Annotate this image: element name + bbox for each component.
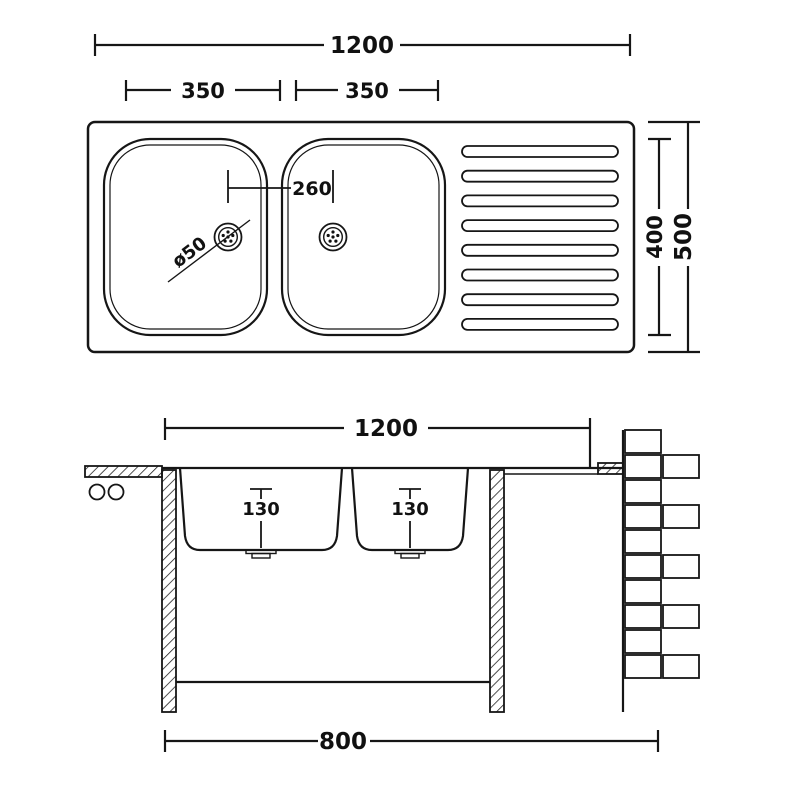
brick <box>624 479 662 504</box>
sink-outline <box>86 120 636 354</box>
dim-right-bowl-depth: 130 <box>391 488 429 548</box>
drainer-rib <box>461 194 619 208</box>
brick <box>662 604 700 629</box>
brick <box>624 554 662 579</box>
tap-hole-circle <box>88 483 106 501</box>
dim-left-bowl-width: 350 <box>124 79 282 103</box>
brick <box>662 504 700 529</box>
left-bowl-outline <box>102 137 269 337</box>
brick <box>624 579 662 604</box>
dim-drain-spacing: 260 <box>227 170 334 203</box>
brick <box>624 504 662 529</box>
tap-hole-circle <box>107 483 125 501</box>
drainer-rib <box>461 145 619 158</box>
dim-right-bowl-width-label: 350 <box>345 79 389 103</box>
drainer-rib <box>461 317 619 331</box>
brick <box>662 654 700 679</box>
dim-overall-width: 1200 <box>93 33 632 59</box>
brick <box>624 529 662 554</box>
drainer-rib <box>461 169 619 183</box>
dim-drain-spacing-label: 260 <box>292 178 332 200</box>
left-cabinet-side <box>161 469 177 713</box>
dim-base-width-label: 800 <box>319 729 367 755</box>
dim-drain-diameter: ø50 <box>167 219 251 283</box>
drainer-rib <box>461 268 619 282</box>
dim-base-width: 800 <box>163 729 660 755</box>
section-view: 1200 130 130 <box>84 416 700 755</box>
right-countertop-hatch <box>597 462 624 475</box>
right-cabinet-side <box>489 469 505 713</box>
brick <box>662 554 700 579</box>
dim-section-top-width: 1200 <box>163 416 592 468</box>
dim-left-bowl-depth: 130 <box>242 488 280 548</box>
drainer-rib <box>461 293 619 307</box>
dim-right-bowl-width: 350 <box>294 79 440 103</box>
dim-section-top-width-label: 1200 <box>354 416 418 442</box>
right-drain-fitting <box>400 552 420 559</box>
left-drain-fitting <box>251 552 271 559</box>
dim-left-bowl-depth-label: 130 <box>242 499 280 520</box>
left-countertop-hatch <box>84 465 163 478</box>
brick <box>624 604 662 629</box>
right-bowl-inner-contour <box>287 144 440 330</box>
brick <box>624 629 662 654</box>
dim-overall-depth-label: 500 <box>671 213 697 261</box>
dim-overall-depth: 500 <box>648 120 700 354</box>
drainer-rib <box>461 243 619 257</box>
left-bowl-inner-contour <box>109 144 262 330</box>
brick <box>624 654 662 679</box>
dim-overall-width-label: 1200 <box>330 33 394 59</box>
dim-left-bowl-width-label: 350 <box>181 79 225 103</box>
brick-wall <box>624 429 700 679</box>
brick <box>624 429 662 454</box>
drainer-ribs <box>461 145 619 331</box>
right-bowl-outline <box>280 137 447 337</box>
brick <box>662 454 700 479</box>
dim-inner-depth: 400 <box>643 137 671 337</box>
dim-right-bowl-depth-label: 130 <box>391 499 429 520</box>
drainer-rib <box>461 219 619 233</box>
top-view: 1200 350 350 <box>86 33 700 354</box>
right-drain <box>318 222 348 252</box>
brick <box>624 454 662 479</box>
dim-inner-depth-label: 400 <box>643 215 667 259</box>
